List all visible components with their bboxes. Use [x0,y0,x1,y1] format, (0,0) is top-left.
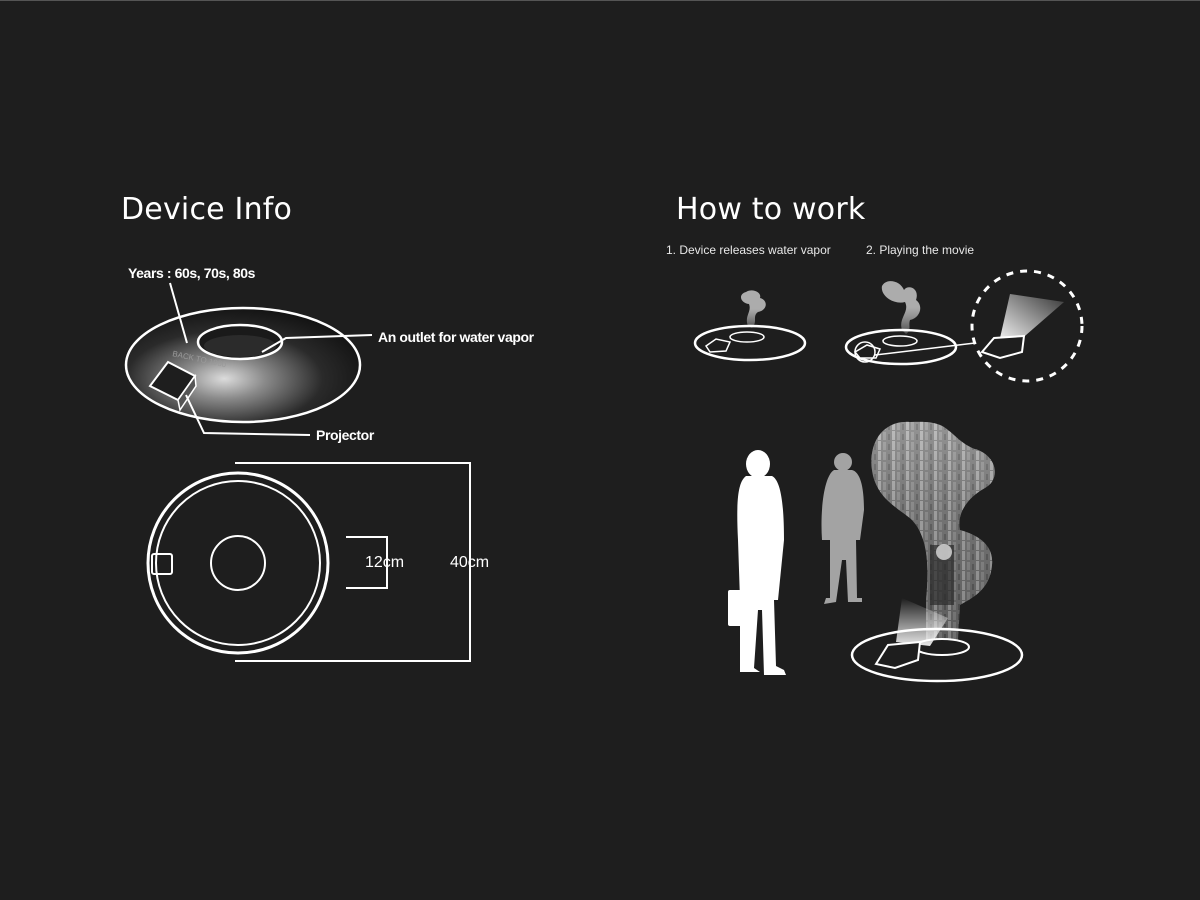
projection-scene [728,421,1024,683]
vapor-cloud [740,290,766,328]
step-1-illustration [693,290,807,362]
mini-projector [704,338,732,353]
step-2-illustration [844,269,1084,383]
step-1-label: 1. Device releases water vapor [666,243,831,257]
years-leader-line [169,282,188,344]
device-info-title: Device Info [121,192,293,227]
outer-dimension-bracket [235,462,471,662]
inner-dimension-label: 12cm [365,554,405,571]
zoom-circle-small [854,341,876,363]
silhouette-person-white [728,450,786,675]
top-border [0,0,1200,1]
projection-beam [1000,294,1064,342]
inner-dimension-bracket [346,536,388,589]
briefcase [728,590,752,626]
device-top-view [146,462,471,662]
zoom-circle-dashed [970,269,1084,383]
projector-label: Projector [316,427,374,443]
projector-slot [151,553,173,575]
years-label: Years : 60s, 70s, 80s [128,265,256,281]
vapor-cloud [881,281,921,334]
zoom-projector [980,334,1026,360]
outlet-label: An outlet for water vapor [378,329,534,345]
how-to-work-title: How to work [676,192,866,227]
projector-leader-line [185,394,311,436]
silhouette-person-gray [821,453,864,604]
device-3d-illustration: BACK TO 1960 [124,282,373,436]
projection-light [896,598,948,646]
step-2-label: 2. Playing the movie [866,243,975,257]
floor-projector [874,640,922,670]
outlet-leader-line [261,334,373,353]
